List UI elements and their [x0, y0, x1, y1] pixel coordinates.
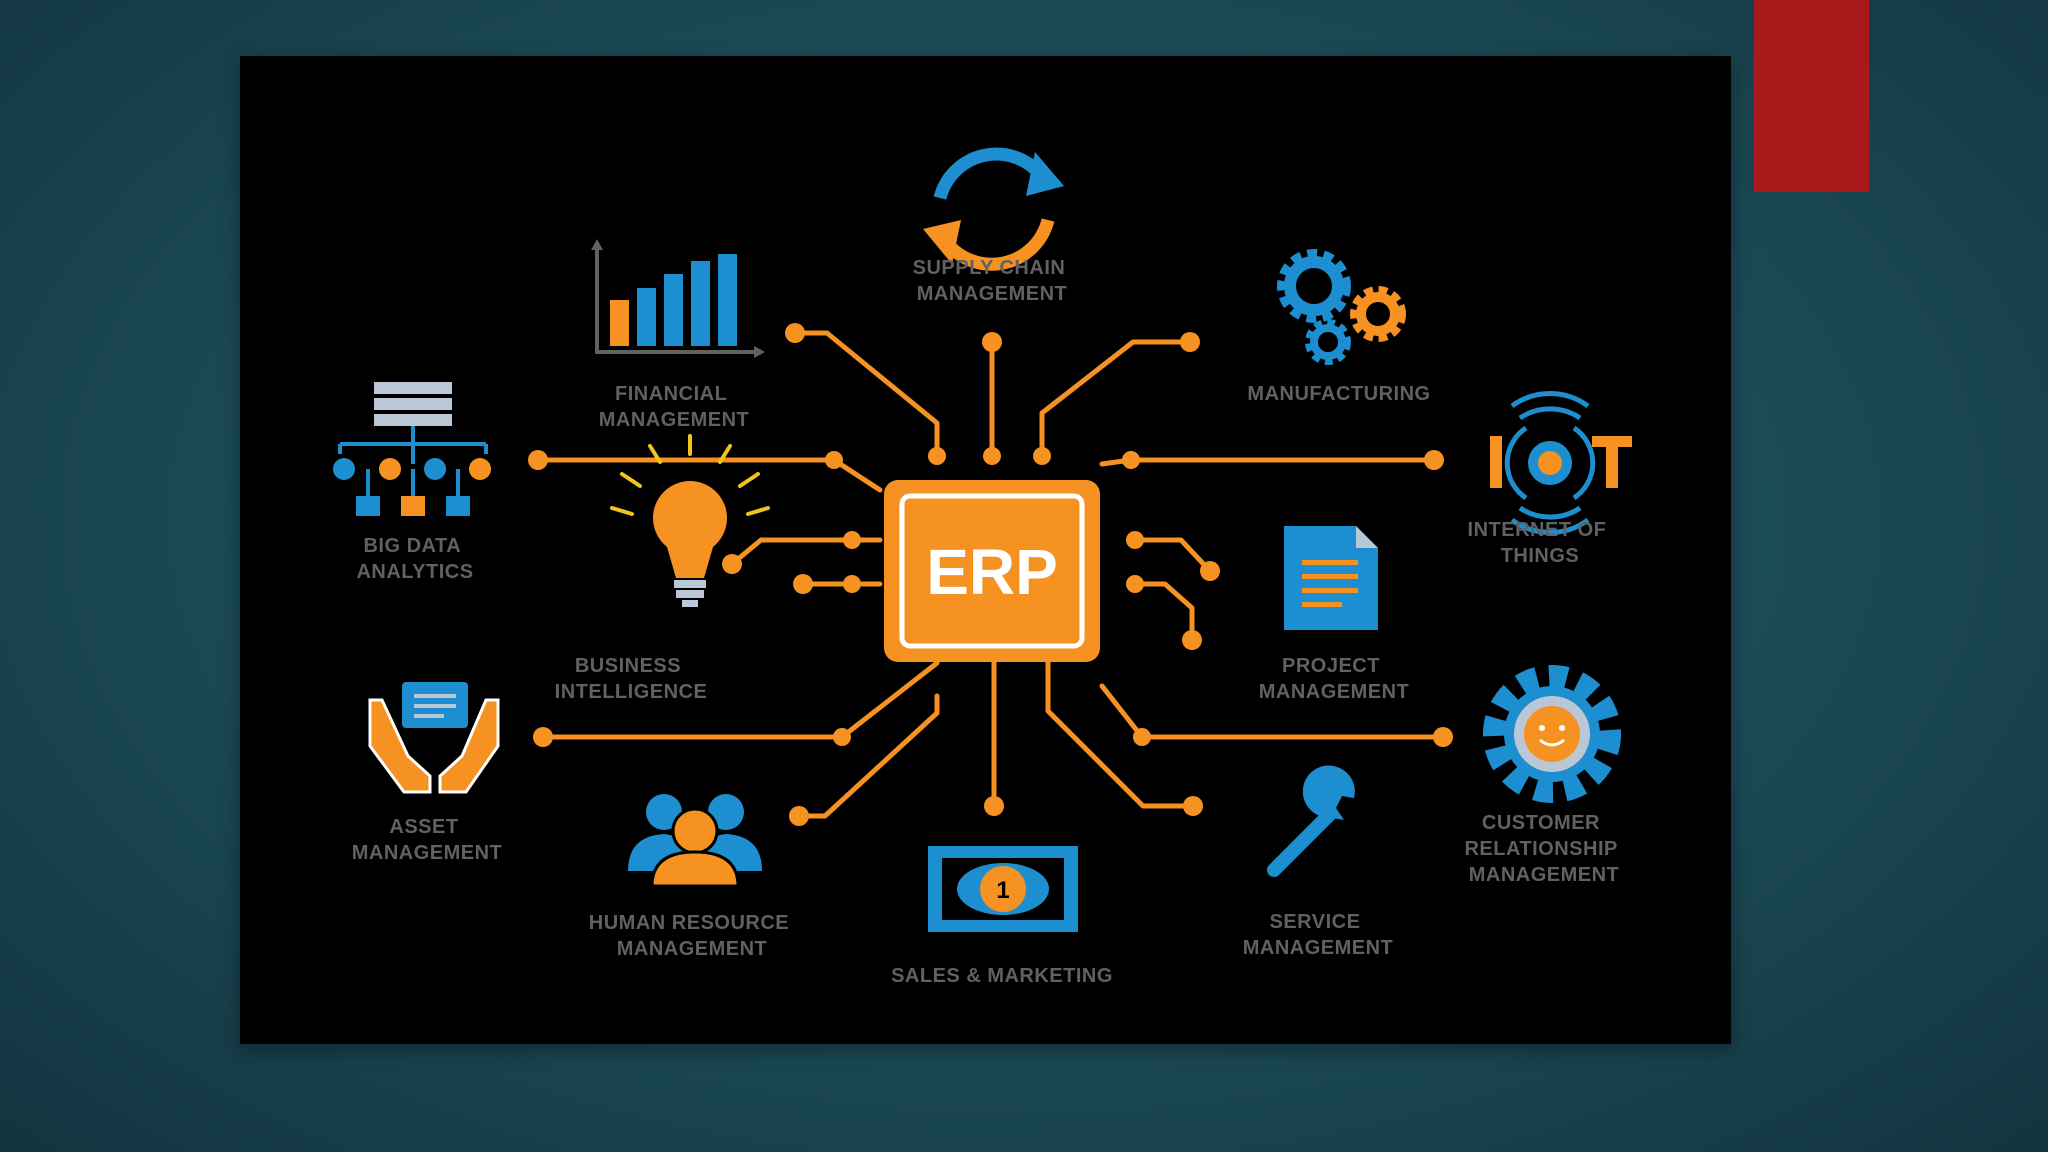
erp-diagram: ERP SUPPLY CHAIN MANAGEMENT FINANCIAL MA: [333, 147, 1632, 987]
red-accent-tab: [1754, 0, 1869, 192]
label-project: PROJECT MANAGEMENT: [1259, 655, 1410, 703]
erp-diagram-image: ERP SUPPLY CHAIN MANAGEMENT FINANCIAL MA: [240, 56, 1731, 1044]
connector-service: [1045, 638, 1196, 809]
iot-logo-icon: [1490, 391, 1632, 535]
label-manufacturing: MANUFACTURING: [1247, 383, 1430, 405]
connector-iot: [1099, 457, 1437, 467]
people-group-icon: [628, 794, 762, 888]
gear-smiley-icon: [1483, 665, 1621, 803]
banknote-symbol: 1: [996, 877, 1009, 904]
connector-financial: [792, 330, 940, 459]
erp-chip: ERP: [884, 480, 1100, 662]
connector-manufacturing: [1039, 339, 1193, 459]
sync-arrows-icon: [923, 147, 1064, 271]
hands-card-icon: [368, 682, 500, 794]
connector-dots: [528, 323, 1453, 826]
label-service: SERVICE MANAGEMENT: [1243, 911, 1394, 959]
erp-center-label: ERP: [926, 536, 1058, 608]
label-big-data: BIG DATA ANALYTICS: [356, 535, 473, 583]
connector-project-1: [1132, 537, 1213, 574]
label-supply-chain: SUPPLY CHAIN MANAGEMENT: [913, 257, 1072, 305]
connector-hr: [796, 693, 940, 819]
label-business-intelligence: BUSINESS INTELLIGENCE: [555, 655, 708, 703]
connector-project-2: [1132, 581, 1195, 643]
label-asset: ASSET MANAGEMENT: [352, 816, 503, 864]
wrench-icon: [1267, 765, 1355, 877]
bar-chart-icon: [591, 239, 765, 358]
banknote-icon: 1: [928, 846, 1078, 932]
label-crm: CUSTOMER RELATIONSHIP MANAGEMENT: [1464, 812, 1623, 886]
label-hr: HUMAN RESOURCE MANAGEMENT: [589, 912, 795, 960]
label-iot: INTERNET OF THINGS: [1468, 519, 1613, 567]
connector-bi-1: [729, 537, 883, 567]
label-sales: SALES & MARKETING: [891, 965, 1113, 987]
lightbulb-icon: [610, 434, 770, 607]
document-icon: [1284, 526, 1378, 630]
label-financial: FINANCIAL MANAGEMENT: [599, 383, 750, 431]
server-tree-icon: [333, 382, 491, 516]
gears-icon: [1277, 249, 1406, 365]
